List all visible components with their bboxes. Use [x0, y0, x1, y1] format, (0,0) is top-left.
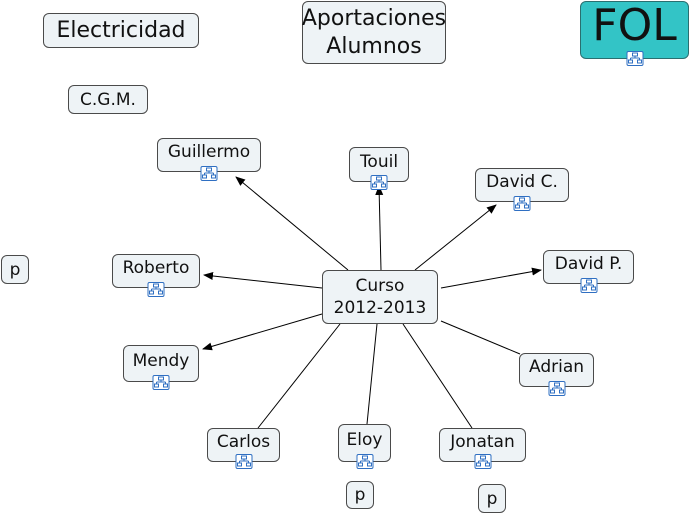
node-label: Guillermo	[167, 142, 251, 162]
node-label: Carlos	[216, 432, 271, 452]
node-label: Eloy	[346, 430, 383, 450]
concept-map-glyph	[372, 176, 386, 188]
concept-map-glyph	[627, 52, 642, 64]
edge-jonatan	[402, 323, 473, 429]
linked-map-icon[interactable]	[356, 454, 373, 469]
node-label: Mendy	[132, 350, 190, 371]
edge-mendy	[202, 313, 323, 351]
edge-adrian	[440, 320, 521, 355]
node-david-c[interactable]: David C.	[475, 168, 569, 211]
edge-roberto	[203, 272, 323, 289]
node-aportaciones-alumnos[interactable]: Aportaciones Alumnos	[302, 1, 446, 64]
node-label: David P.	[554, 254, 623, 274]
concept-map-glyph	[549, 382, 564, 394]
node-label: Jonatan	[450, 432, 515, 452]
concept-map-glyph	[154, 376, 168, 388]
node-carlos[interactable]: Carlos	[207, 428, 280, 469]
linked-map-icon[interactable]	[147, 282, 165, 297]
edge-david-p	[440, 267, 542, 289]
node-label: Electricidad	[56, 17, 186, 43]
node-label: Aportaciones Alumnos	[301, 5, 447, 59]
node-p-eloy[interactable]: p	[346, 481, 374, 509]
edge-carlos	[257, 323, 341, 429]
node-mendy[interactable]: Mendy	[123, 345, 199, 390]
concept-map-glyph	[515, 197, 529, 209]
node-fol[interactable]: FOL	[580, 0, 689, 66]
concept-map-glyph	[581, 279, 596, 291]
linked-map-icon[interactable]	[626, 51, 643, 66]
node-roberto[interactable]: Roberto	[112, 254, 200, 297]
node-label: David C.	[486, 172, 558, 192]
node-adrian[interactable]: Adrian	[519, 353, 594, 396]
node-guillermo[interactable]: Guillermo	[157, 138, 261, 181]
node-label: p	[486, 488, 498, 509]
linked-map-icon[interactable]	[200, 166, 218, 181]
node-touil[interactable]: Touil	[349, 147, 409, 190]
node-david-p[interactable]: David P.	[543, 250, 634, 293]
concept-map-glyph	[236, 455, 251, 467]
concept-map-glyph	[475, 455, 490, 467]
node-label: Curso 2012-2013	[333, 276, 427, 318]
linked-map-icon[interactable]	[580, 278, 597, 293]
node-label: Adrian	[528, 357, 585, 377]
linked-map-icon[interactable]	[474, 454, 491, 469]
node-label: p	[9, 259, 21, 280]
node-label: C.G.M.	[80, 89, 136, 110]
linked-map-icon[interactable]	[152, 375, 170, 390]
linked-map-icon[interactable]	[370, 175, 388, 190]
linked-map-icon[interactable]	[513, 196, 531, 211]
concept-map-glyph	[357, 455, 372, 467]
linked-map-icon[interactable]	[235, 454, 252, 469]
node-cgm[interactable]: C.G.M.	[68, 85, 148, 114]
node-label: p	[354, 485, 366, 505]
node-p-jonatan[interactable]: p	[478, 484, 506, 513]
edge-guillermo	[235, 176, 349, 271]
node-label: FOL	[592, 0, 677, 51]
node-eloy[interactable]: Eloy	[338, 424, 391, 469]
concept-map-glyph	[202, 167, 216, 179]
concept-map-glyph	[149, 283, 163, 295]
node-label: Touil	[359, 151, 399, 172]
linked-map-icon[interactable]	[548, 381, 565, 396]
node-curso-center[interactable]: Curso 2012-2013	[322, 270, 438, 324]
node-electricidad[interactable]: Electricidad	[43, 13, 199, 48]
node-label: Roberto	[122, 258, 190, 278]
node-jonatan[interactable]: Jonatan	[439, 428, 526, 469]
edge-eloy	[366, 323, 378, 425]
edge-touil	[375, 185, 384, 271]
edge-david-c	[414, 204, 497, 271]
node-p-left[interactable]: p	[1, 255, 29, 284]
